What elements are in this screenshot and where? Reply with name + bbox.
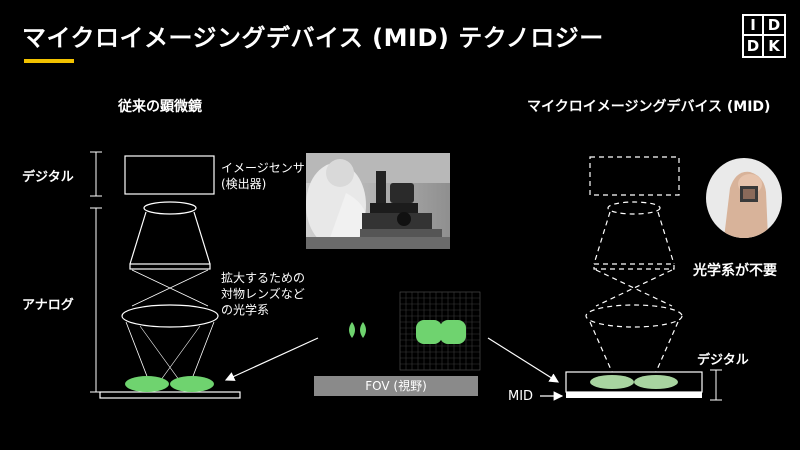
arrow-to-right-icon — [487, 337, 560, 383]
cell-small-a — [349, 322, 355, 338]
cell-grid-b — [440, 320, 466, 344]
arrow-to-left-icon — [224, 337, 319, 381]
right-header: マイクロイメージングデバイス (MID) — [527, 99, 771, 115]
iddk-logo: I D D K — [742, 14, 786, 58]
title-accent-bar — [24, 59, 74, 63]
cell-small-b — [360, 322, 366, 338]
sensor-note-line: イメージセンサ — [221, 161, 305, 175]
cell-left-a — [125, 376, 169, 392]
label-digital-left: デジタル — [22, 170, 74, 185]
page-title: マイクロイメージングデバイス (MID) テクノロジー — [22, 24, 604, 52]
left-header: 従来の顕微鏡 — [118, 99, 202, 115]
logo-letter: I — [744, 16, 764, 36]
logo-letter: D — [744, 36, 764, 56]
lens-top — [143, 201, 197, 215]
microscope-photo — [306, 153, 450, 249]
mid-removed-optics — [585, 156, 683, 373]
cell-grid-a — [416, 320, 442, 344]
bracket-analog-left — [90, 207, 102, 393]
optics-note-line: 拡大するための — [221, 271, 306, 285]
label-digital-right: デジタル — [697, 353, 749, 368]
lens-plate — [129, 263, 211, 270]
cell-left-b — [170, 376, 214, 392]
hand-chip-photo — [706, 158, 782, 238]
sample-slide-left — [99, 391, 241, 399]
sensor-note: イメージセンサ (検出器) — [221, 160, 305, 192]
image-sensor-box — [124, 155, 215, 195]
mid-chip — [566, 392, 702, 398]
optics-note-line: の光学系 — [221, 303, 270, 317]
cell-right-b — [634, 375, 678, 389]
sensor-note-line: (検出器) — [221, 177, 267, 191]
label-analog-left: アナログ — [22, 298, 74, 313]
cell-right-a — [590, 375, 634, 389]
dashed-sensor-box — [589, 156, 680, 196]
mid-label: MID — [508, 389, 534, 404]
conventional-microscope — [121, 155, 219, 385]
logo-letter: K — [768, 36, 780, 55]
optics-note-line: 対物レンズなど — [221, 287, 305, 301]
logo-letter: D — [764, 16, 784, 36]
bracket-digital-left — [90, 151, 102, 197]
photo-microscope-icon — [306, 153, 450, 249]
fov-label: FOV (視野) — [365, 379, 427, 393]
hand-chip-photo-icon — [706, 158, 782, 238]
objective-lens — [121, 304, 219, 328]
bracket-digital-right — [710, 369, 722, 401]
no-optics-label: 光学系が不要 — [693, 263, 777, 279]
optics-note: 拡大するための 対物レンズなど の光学系 — [221, 270, 305, 318]
fov-bar — [314, 376, 478, 396]
